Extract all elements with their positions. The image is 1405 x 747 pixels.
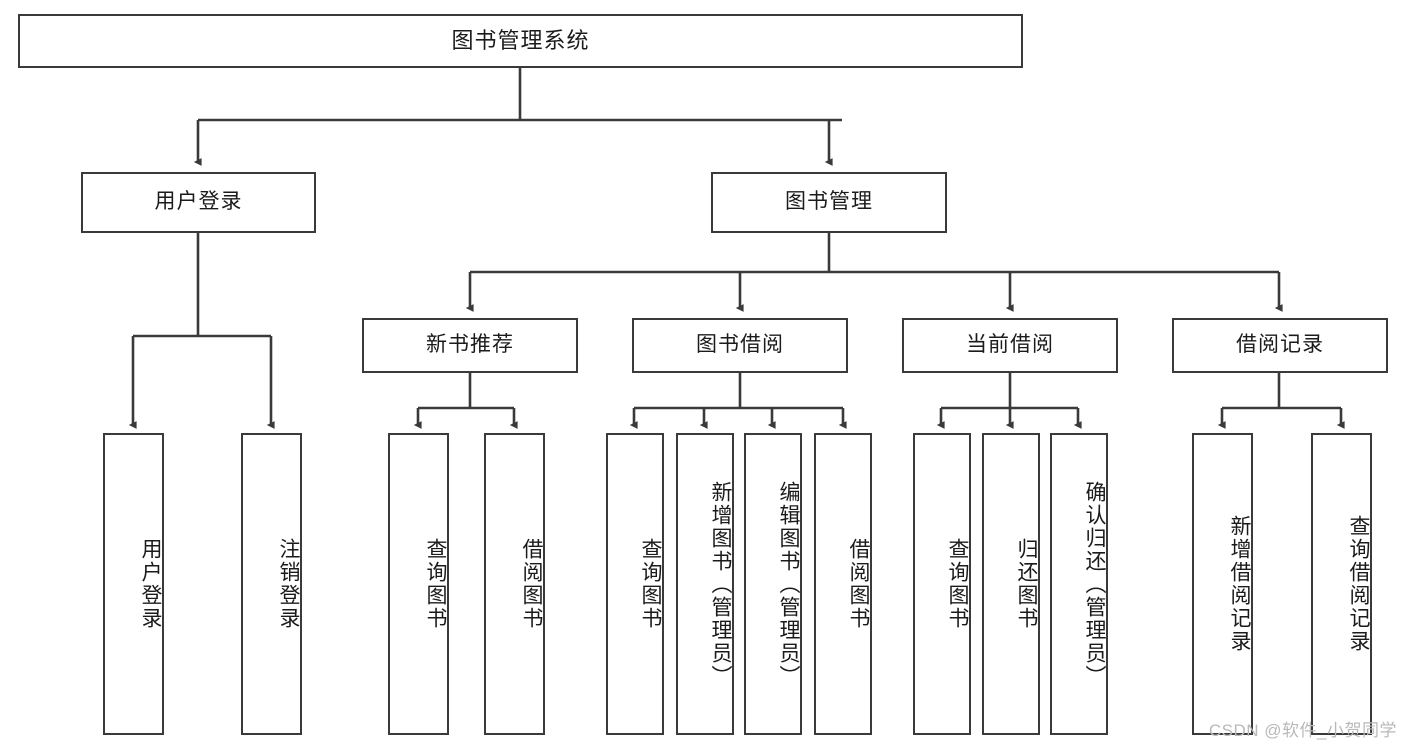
node-label: 新书推荐	[426, 333, 514, 357]
node-label: 查询图书	[424, 538, 447, 630]
leaf-query-book-3[interactable]: 查询图书	[913, 433, 971, 735]
node-label: 借阅图书	[520, 538, 543, 630]
node-label: 归还图书	[1015, 538, 1038, 630]
node-book-borrow[interactable]: 图书借阅	[632, 318, 848, 373]
node-label: 用户登录	[154, 190, 243, 214]
node-label: 新增图书（管理员）	[709, 480, 732, 688]
node-book-management[interactable]: 图书管理	[711, 172, 947, 233]
node-user-login[interactable]: 用户登录	[81, 172, 316, 233]
leaf-logout-login[interactable]: 注销登录	[241, 433, 302, 735]
leaf-add-borrow-record[interactable]: 新增借阅记录	[1192, 433, 1253, 735]
node-label: 新增借阅记录	[1228, 515, 1251, 653]
leaf-query-book-2[interactable]: 查询图书	[606, 433, 664, 735]
node-label: 确认归还（管理员）	[1083, 480, 1106, 688]
node-book-management-system[interactable]: 图书管理系统	[18, 14, 1023, 68]
node-label: 图书管理系统	[451, 28, 590, 54]
node-label: 编辑图书（管理员）	[777, 480, 800, 688]
node-label: 注销登录	[277, 538, 300, 630]
node-label: 查询借阅记录	[1347, 515, 1370, 653]
node-label: 查询图书	[639, 538, 662, 630]
node-borrow-record[interactable]: 借阅记录	[1172, 318, 1388, 373]
leaf-user-login[interactable]: 用户登录	[103, 433, 164, 735]
node-label: 借阅图书	[847, 538, 870, 630]
node-new-book-recommend[interactable]: 新书推荐	[362, 318, 578, 373]
node-label: 用户登录	[139, 538, 162, 630]
node-label: 图书管理	[785, 190, 873, 214]
node-current-borrow[interactable]: 当前借阅	[902, 318, 1118, 373]
node-label: 当前借阅	[966, 333, 1054, 357]
node-label: 查询图书	[946, 538, 969, 630]
node-label: 图书借阅	[696, 333, 784, 357]
leaf-borrow-book-2[interactable]: 借阅图书	[814, 433, 872, 735]
leaf-confirm-return[interactable]: 确认归还（管理员）	[1050, 433, 1108, 735]
node-label: 借阅记录	[1236, 333, 1324, 357]
leaf-query-book-1[interactable]: 查询图书	[388, 433, 449, 735]
csdn-watermark: CSDN @软件_小贺同学	[1208, 721, 1397, 740]
leaf-return-book[interactable]: 归还图书	[982, 433, 1040, 735]
leaf-query-borrow-record[interactable]: 查询借阅记录	[1311, 433, 1372, 735]
leaf-borrow-book-1[interactable]: 借阅图书	[484, 433, 545, 735]
leaf-edit-book[interactable]: 编辑图书（管理员）	[744, 433, 802, 735]
leaf-add-book[interactable]: 新增图书（管理员）	[676, 433, 734, 735]
